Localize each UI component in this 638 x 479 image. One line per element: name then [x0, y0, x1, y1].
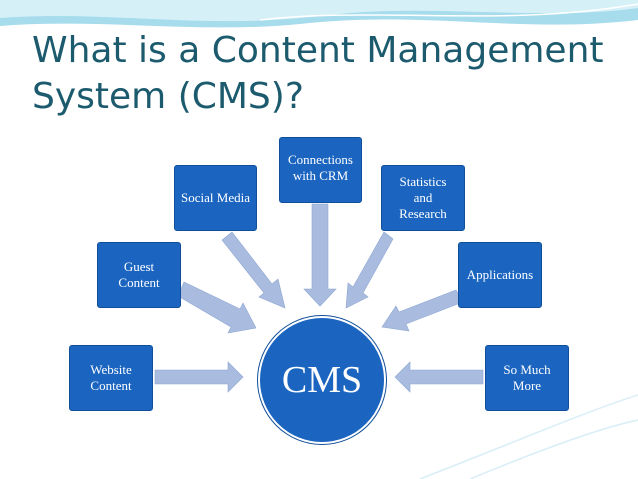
- footer-swoosh-line-2: [469, 419, 638, 479]
- hub-label: CMS: [281, 359, 363, 401]
- node-label: Applications: [466, 267, 534, 282]
- arrow-apps: [381, 289, 464, 332]
- node-social-media: Social Media: [174, 165, 257, 231]
- arrow-stats: [345, 231, 394, 309]
- node-label: Guest Content: [118, 259, 160, 290]
- header-swoosh-front: [0, 0, 638, 22]
- node-guest-content: Guest Content: [97, 242, 181, 308]
- node-label: Social Media: [181, 190, 250, 205]
- node-statistics-research: Statistics and Research: [381, 165, 465, 231]
- arrow-website: [154, 361, 244, 393]
- slide-title: What is a Content Management System (CMS…: [32, 30, 604, 117]
- node-label: Website Content: [90, 362, 132, 393]
- node-label: Connections with CRM: [288, 152, 353, 183]
- arrow-more: [394, 361, 484, 393]
- node-website-content: Website Content: [69, 345, 153, 411]
- node-connections-crm: Connections with CRM: [279, 137, 362, 203]
- cms-hub: CMS: [258, 316, 386, 444]
- node-so-much-more: So Much More: [485, 345, 569, 411]
- arrow-social: [221, 231, 286, 309]
- footer-swoosh-line-1: [419, 394, 638, 479]
- node-applications: Applications: [458, 242, 542, 308]
- arrow-guest: [177, 281, 257, 334]
- node-label: Statistics and Research: [399, 174, 447, 221]
- node-label: So Much More: [503, 362, 551, 393]
- header-swoosh-line: [259, 3, 638, 21]
- arrow-crm: [303, 203, 337, 307]
